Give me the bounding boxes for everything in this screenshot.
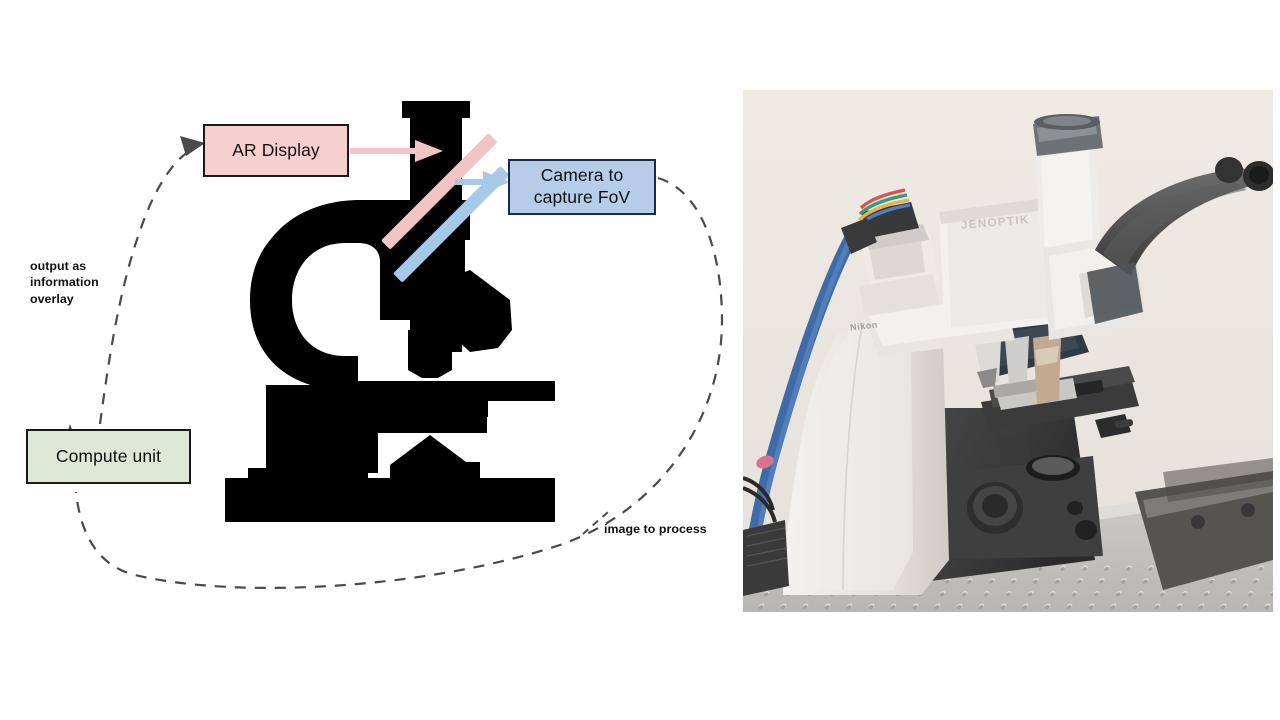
arrowhead-to-ar-display <box>180 136 205 156</box>
trinocular-port <box>1033 114 1103 260</box>
microscope-body <box>783 312 949 595</box>
photo-canvas <box>743 90 1273 612</box>
binocular-eyepieces <box>1087 157 1273 324</box>
output-overlay-line1: output as <box>30 259 87 273</box>
camera-label-line2: capture FoV <box>533 187 631 207</box>
output-overlay-label: output as information overlay <box>30 258 134 307</box>
compute-unit-box[interactable]: Compute unit <box>26 429 191 484</box>
microscope-silhouette-icon <box>225 101 555 522</box>
camera-label: Camera to capture FoV <box>534 165 630 209</box>
image-to-process-label: image to process <box>604 522 707 536</box>
microscope-to-camera-arrow <box>455 171 510 193</box>
camera-beamsplitter-bar <box>393 166 509 282</box>
accessory-box <box>743 520 789 596</box>
diagram-canvas <box>62 101 724 589</box>
ar-display-to-microscope-arrow <box>350 140 443 162</box>
camera-label-line1: Camera to <box>540 165 624 186</box>
output-overlay-line3: overlay <box>30 291 74 306</box>
ar-display-box[interactable]: AR Display <box>203 124 349 177</box>
image-to-process-leader <box>582 511 609 535</box>
output-overlay-line2: information <box>30 275 99 290</box>
compute-unit-label: Compute unit <box>55 445 162 466</box>
cable-bundle <box>743 188 911 587</box>
camera-box[interactable]: Camera to capture FoV <box>508 159 656 215</box>
dashed-feedback-loop <box>74 146 724 589</box>
ar-display-label: AR Display <box>232 139 320 160</box>
microscope-photo: JENOPTIK Nikon <box>743 90 1273 612</box>
diagram-panel: AR Display Camera to capture FoV Compute… <box>26 101 724 589</box>
ar-beamsplitter-bar <box>381 133 497 249</box>
